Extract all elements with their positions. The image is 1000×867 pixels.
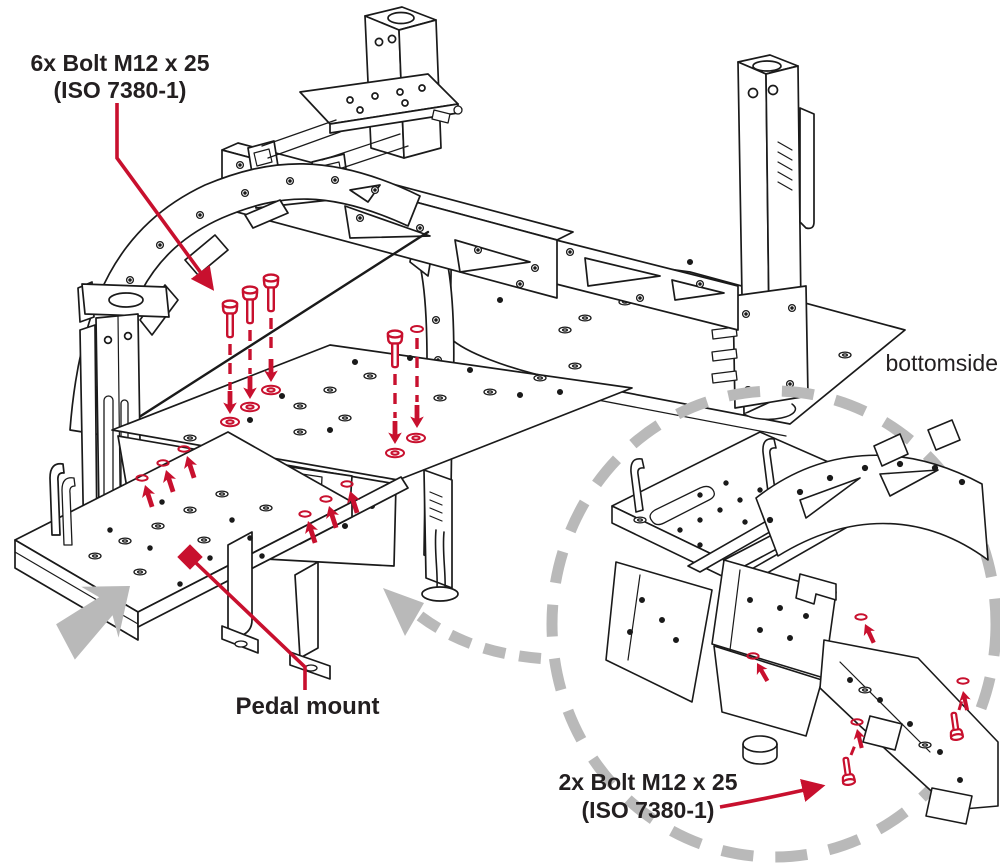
- gray-annotations: [56, 385, 1000, 863]
- hole-marker: [406, 432, 426, 444]
- bolt-icon: [241, 285, 259, 325]
- right-post: [711, 54, 815, 421]
- hole-marker: [240, 401, 260, 413]
- bolt-icon: [838, 755, 857, 787]
- leader-line-main-bolts: [115, 103, 215, 291]
- callout-main-bolts-line2: (ISO 7380-1): [53, 77, 187, 103]
- rear-beam-right: [555, 239, 739, 331]
- pedal-mount-part: [14, 431, 353, 680]
- hole-marker: [385, 447, 405, 459]
- callout-bottom-bolts-line1: 2x Bolt M12 x 25: [558, 769, 738, 795]
- bolt-icon: [221, 299, 239, 339]
- label-pedal-mount: Pedal mount: [235, 693, 380, 720]
- hole-marker: [956, 677, 970, 685]
- bottomside-inset-drawing: [605, 419, 999, 825]
- main-assembly-drawing: [14, 6, 906, 680]
- inset-bolt-markers: [746, 613, 973, 787]
- insert-arrow-icon: [859, 621, 880, 646]
- hole-marker: [220, 416, 240, 428]
- leader-line-bottom-bolts: [719, 779, 826, 809]
- label-bottomside: bottomside: [885, 350, 998, 376]
- callout-main-bolts: 6x Bolt M12 x 25 (ISO 7380-1): [18, 50, 222, 104]
- callout-bottom-bolts: 2x Bolt M12 x 25 (ISO 7380-1): [542, 768, 754, 824]
- hole-marker: [854, 613, 868, 621]
- bolt-icon-group-right: [385, 325, 426, 459]
- red-annotations: [115, 103, 973, 809]
- bolt-icon-group-left: [220, 273, 281, 428]
- hole-marker: [261, 384, 281, 396]
- mid-column-lower: [421, 469, 459, 602]
- bolt-icon: [262, 273, 280, 313]
- rotate-arrow-arc: [416, 611, 550, 665]
- callout-main-bolts-line1: 6x Bolt M12 x 25: [30, 50, 210, 76]
- callout-bottom-bolts-line2: (ISO 7380-1): [581, 797, 715, 823]
- pedal-mount-leader: [177, 544, 307, 690]
- rotate-arrow-head: [383, 588, 424, 636]
- insert-direction-arrow: [56, 586, 130, 660]
- detail-ellipse: [546, 385, 1000, 863]
